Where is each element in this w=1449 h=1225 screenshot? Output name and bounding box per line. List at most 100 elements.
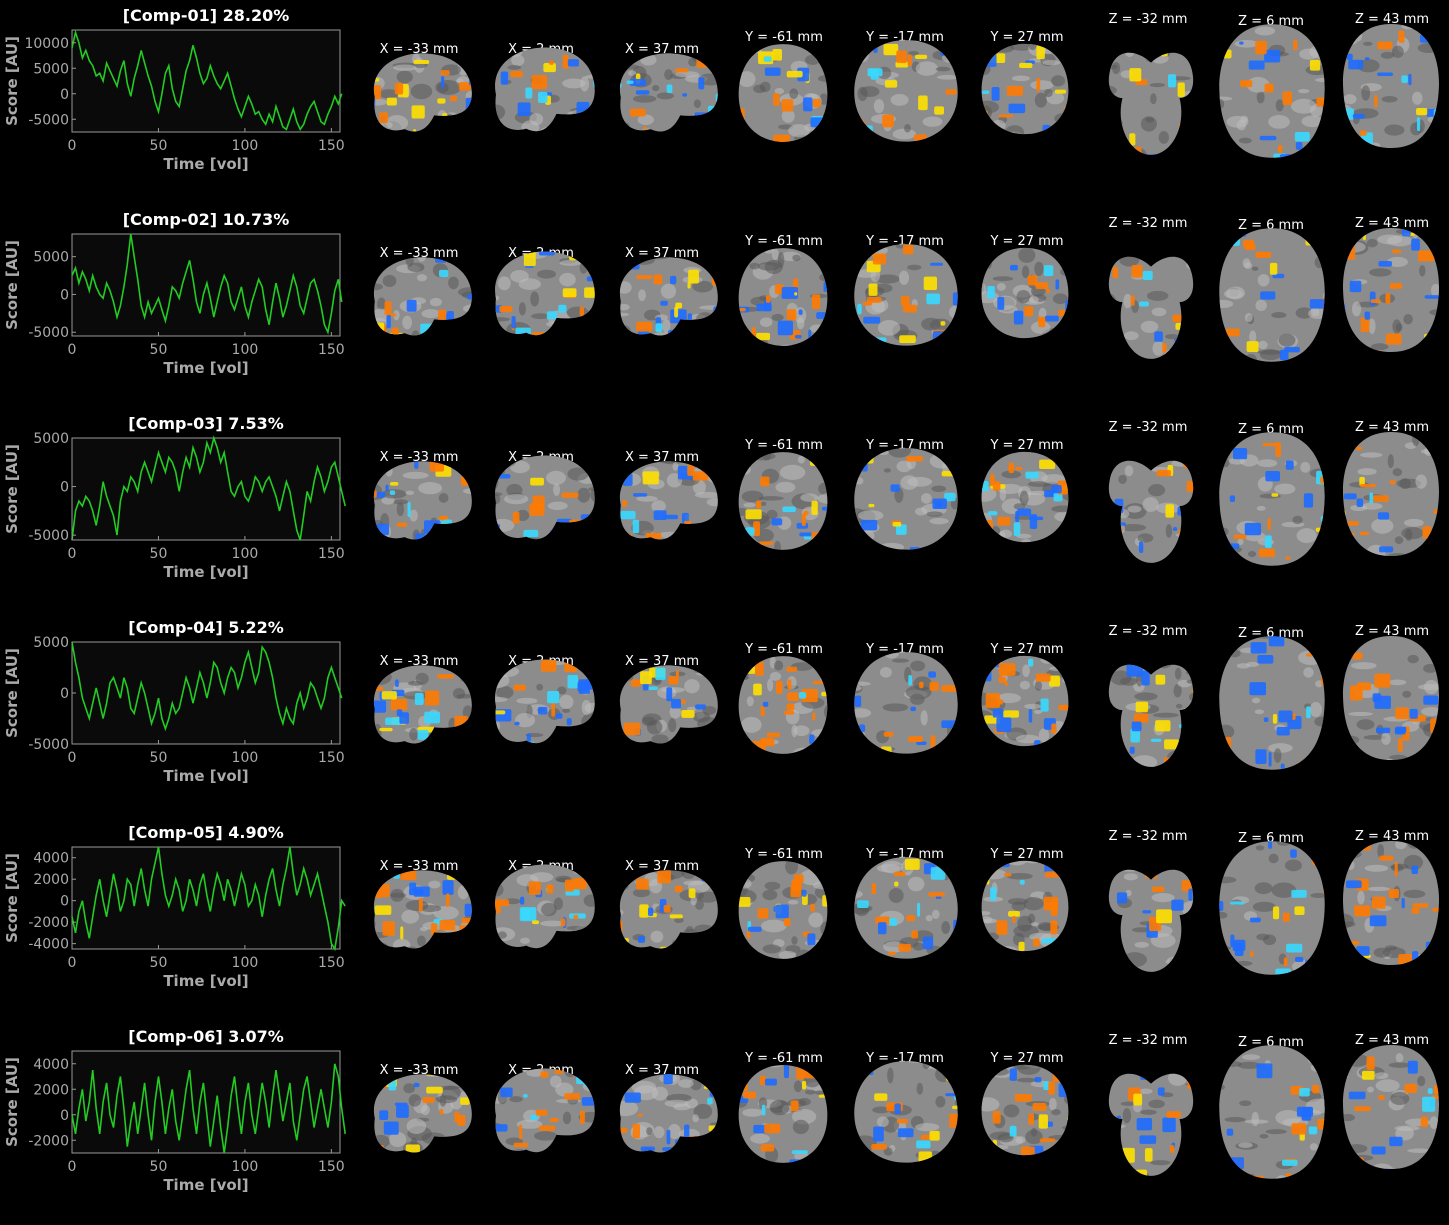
y-tick-label: 4000	[33, 1057, 69, 1073]
plot-area	[72, 847, 340, 949]
y-tick-label: -5000	[28, 737, 69, 753]
brain-slice-image	[487, 44, 599, 136]
brain-slice-image	[735, 859, 831, 963]
brain-slice-image	[612, 662, 722, 748]
brain-slice-image	[1216, 428, 1328, 570]
brain-slice-image	[1340, 20, 1442, 152]
x-tick-label: 150	[318, 750, 345, 766]
y-tick-label: -2000	[28, 915, 69, 931]
brain-slice-image	[1100, 428, 1202, 570]
brain-slice-image	[487, 452, 599, 544]
x-axis-label: Time [vol]	[163, 767, 248, 785]
brain-slice-image	[850, 855, 962, 963]
brain-slice-image	[487, 1065, 599, 1157]
y-tick-label: 2000	[33, 1082, 69, 1098]
brain-slice-image	[735, 42, 831, 146]
brain-slice-image	[735, 450, 831, 554]
x-tick-label: 0	[68, 546, 77, 562]
x-tick-label: 100	[232, 750, 259, 766]
brain-slice-image	[487, 861, 599, 953]
x-tick-label: 0	[68, 955, 77, 971]
x-tick-label: 100	[232, 342, 259, 358]
x-tick-label: 0	[68, 750, 77, 766]
brain-slice-image	[978, 654, 1072, 750]
brain-slice-image	[1340, 428, 1442, 560]
brain-slice-image	[978, 450, 1072, 546]
brain-slice-image	[366, 254, 476, 340]
y-tick-label: -5000	[28, 112, 69, 128]
brain-slice-image	[366, 458, 476, 544]
brain-slice-image	[612, 254, 722, 340]
y-tick-label: 0	[60, 480, 69, 496]
brain-slice-image	[612, 1071, 722, 1157]
y-tick-label: 5000	[33, 250, 69, 266]
x-tick-label: 100	[232, 138, 259, 154]
y-tick-label: -5000	[28, 325, 69, 341]
x-tick-label: 150	[318, 138, 345, 154]
x-tick-label: 100	[232, 1159, 259, 1175]
brain-slice-image	[487, 656, 599, 748]
x-tick-label: 150	[318, 1159, 345, 1175]
brain-slice-image	[487, 248, 599, 340]
x-tick-label: 50	[150, 138, 168, 154]
y-axis-label: Score [AU]	[3, 648, 21, 738]
brain-slice-image	[1216, 20, 1328, 162]
brain-slice-image	[612, 50, 722, 136]
x-tick-label: 50	[150, 955, 168, 971]
brain-slice-image	[1216, 632, 1328, 774]
brain-slice-image	[366, 50, 476, 136]
x-tick-label: 50	[150, 750, 168, 766]
x-tick-label: 150	[318, 955, 345, 971]
brain-slice-image	[1100, 632, 1202, 774]
y-tick-label: 5000	[33, 431, 69, 447]
brain-slice-image	[850, 650, 962, 758]
x-axis-label: Time [vol]	[163, 359, 248, 377]
brain-slice-image	[735, 654, 831, 758]
x-axis-label: Time [vol]	[163, 155, 248, 173]
x-tick-label: 100	[232, 955, 259, 971]
brain-slice-image	[850, 242, 962, 350]
brain-slice-image	[978, 42, 1072, 138]
brain-slice-image	[1100, 224, 1202, 366]
y-tick-label: 0	[60, 287, 69, 303]
brain-slice-image	[1340, 1041, 1442, 1173]
brain-slice-image	[612, 867, 722, 953]
x-tick-label: 0	[68, 138, 77, 154]
brain-slice-image	[366, 662, 476, 748]
brain-slice-image	[978, 859, 1072, 955]
brain-slice-image	[1216, 837, 1328, 979]
x-tick-label: 100	[232, 546, 259, 562]
y-tick-label: 5000	[33, 635, 69, 651]
x-axis-label: Time [vol]	[163, 1176, 248, 1194]
brain-slice-image	[1340, 837, 1442, 969]
brain-slice-image	[978, 246, 1072, 342]
brain-slice-image	[1100, 20, 1202, 162]
y-axis-label: Score [AU]	[3, 240, 21, 330]
x-tick-label: 150	[318, 546, 345, 562]
brain-slice-image	[1340, 224, 1442, 356]
brain-slice-image	[612, 458, 722, 544]
y-tick-label: 0	[60, 686, 69, 702]
x-tick-label: 0	[68, 342, 77, 358]
x-tick-label: 50	[150, 1159, 168, 1175]
y-axis-label: Score [AU]	[3, 36, 21, 126]
x-axis-label: Time [vol]	[163, 563, 248, 581]
y-tick-label: 10000	[24, 36, 69, 52]
brain-slice-image	[735, 246, 831, 350]
y-tick-label: -2000	[28, 1133, 69, 1149]
brain-slice-image	[366, 867, 476, 953]
y-tick-label: -4000	[28, 937, 69, 953]
brain-slice-image	[1100, 837, 1202, 979]
y-tick-label: 4000	[33, 851, 69, 867]
y-tick-label: 0	[60, 87, 69, 103]
brain-slice-image	[850, 1059, 962, 1167]
y-tick-label: 5000	[33, 61, 69, 77]
